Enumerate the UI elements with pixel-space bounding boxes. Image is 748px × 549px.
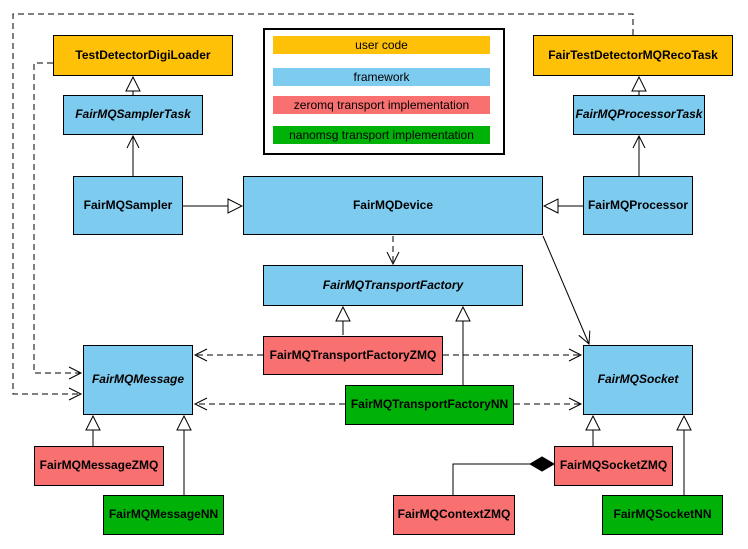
node-fairmq-message: FairMQMessage <box>83 345 193 415</box>
node-fairmq-device: FairMQDevice <box>243 176 543 235</box>
node-fair-test-detector-mq-reco-task: FairTestDetectorMQRecoTask <box>533 35 733 76</box>
edge-device-to-socket <box>542 235 591 346</box>
node-fairmq-socket-zmq: FairMQSocketZMQ <box>554 446 673 486</box>
node-fairmq-message-nn: FairMQMessageNN <box>103 495 224 535</box>
node-fairmq-processor: FairMQProcessor <box>583 176 693 235</box>
legend-item-user-code: user code <box>273 36 490 54</box>
node-fairmq-processor-task: FairMQProcessorTask <box>573 95 705 135</box>
node-fairmq-socket: FairMQSocket <box>583 345 693 415</box>
edge-contextzmq-to-socketzmq <box>452 456 555 495</box>
node-fairmq-transport-factory-zmq: FairMQTransportFactoryZMQ <box>263 336 443 375</box>
node-fairmq-sampler-task: FairMQSamplerTask <box>63 95 203 135</box>
node-fairmq-context-zmq: FairMQContextZMQ <box>393 495 515 535</box>
edge-digiloader-to-message <box>33 62 83 380</box>
legend-item-zeromq: zeromq transport implementation <box>273 96 490 114</box>
node-fairmq-socket-nn: FairMQSocketNN <box>602 495 723 535</box>
node-fairmq-message-zmq: FairMQMessageZMQ <box>34 446 164 486</box>
legend-item-nanomsg: nanomsg transport implementation <box>273 126 490 144</box>
legend-item-framework: framework <box>273 68 490 86</box>
edge-recotask-to-message <box>12 13 634 401</box>
node-fairmq-transport-factory-nn: FairMQTransportFactoryNN <box>345 385 514 425</box>
legend: user code framework zeromq transport imp… <box>263 28 505 155</box>
node-fairmq-sampler: FairMQSampler <box>73 176 183 235</box>
node-test-detector-digi-loader: TestDetectorDigiLoader <box>53 35 233 76</box>
node-fairmq-transport-factory: FairMQTransportFactory <box>263 265 523 306</box>
